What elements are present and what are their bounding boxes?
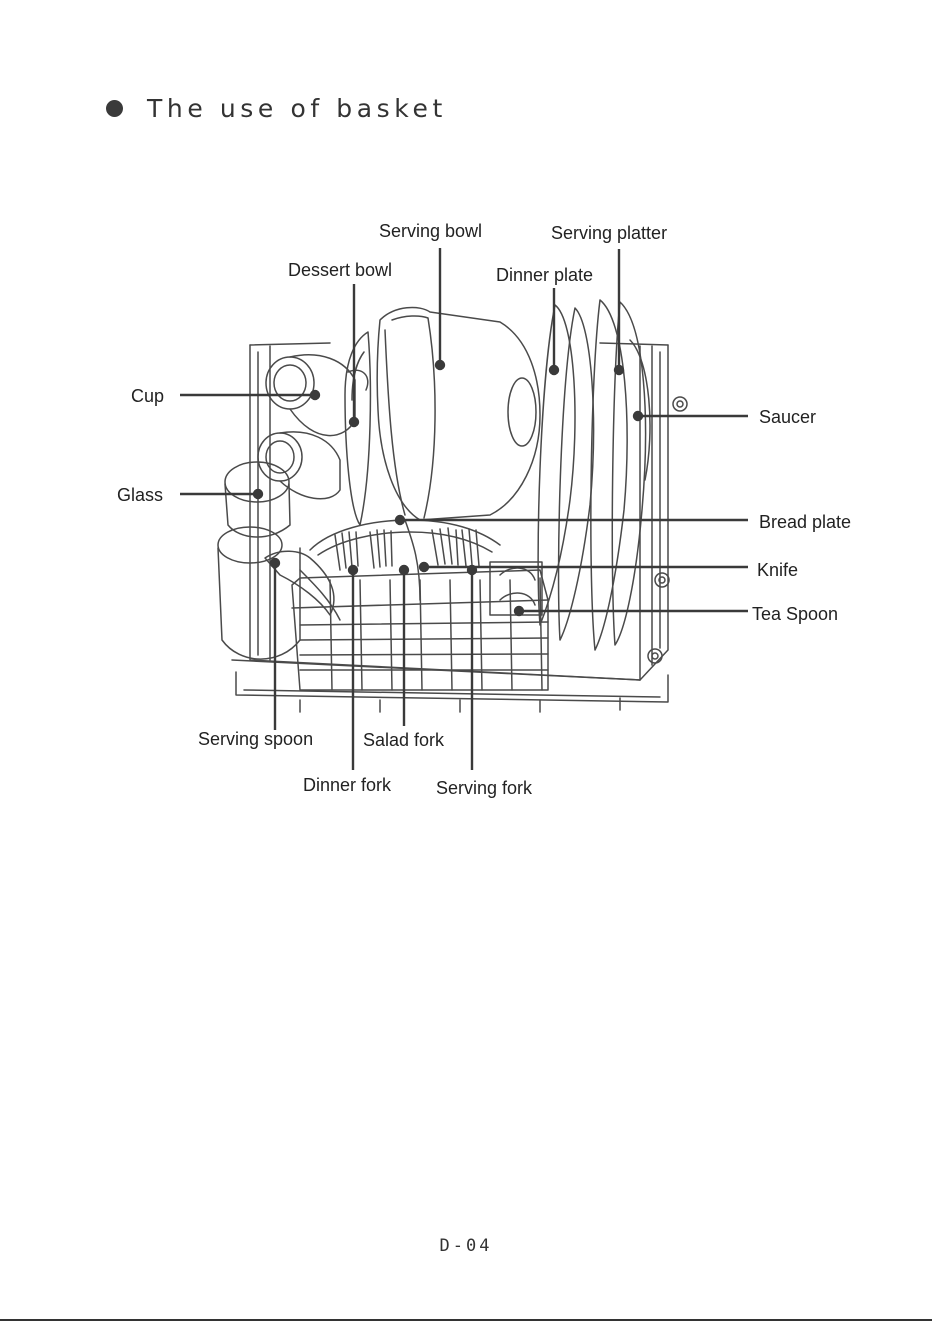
label-serving-fork: Serving fork bbox=[436, 779, 532, 797]
dinner-fork-pointer bbox=[349, 566, 357, 574]
dinner-plate-pointer bbox=[550, 366, 558, 374]
label-serving-spoon: Serving spoon bbox=[198, 730, 313, 748]
tea-spoon-pointer bbox=[515, 607, 523, 615]
serving-bowl bbox=[377, 307, 540, 520]
saucer-pointer bbox=[634, 412, 642, 420]
serving-bowl-pointer bbox=[436, 361, 444, 369]
page-number: D-04 bbox=[0, 1236, 932, 1256]
label-dinner-fork: Dinner fork bbox=[303, 776, 391, 794]
label-dinner-plate: Dinner plate bbox=[496, 266, 593, 284]
label-glass: Glass bbox=[117, 486, 163, 504]
dessert-bowl-pointer bbox=[350, 418, 358, 426]
salad-fork-pointer bbox=[400, 566, 408, 574]
bottom-divider bbox=[0, 1319, 932, 1321]
label-bread-plate: Bread plate bbox=[759, 513, 851, 531]
cups bbox=[258, 355, 368, 499]
label-tea-spoon: Tea Spoon bbox=[752, 605, 838, 623]
label-dessert-bowl: Dessert bowl bbox=[288, 261, 392, 279]
label-saucer: Saucer bbox=[759, 408, 816, 426]
label-knife: Knife bbox=[757, 561, 798, 579]
label-salad-fork: Salad fork bbox=[363, 731, 444, 749]
serving-fork-pointer bbox=[468, 566, 476, 574]
knife-pointer bbox=[420, 563, 428, 571]
label-serving-platter: Serving platter bbox=[551, 224, 667, 242]
bread-plate-pointer bbox=[396, 516, 404, 524]
serving-spoon-pointer bbox=[271, 559, 279, 567]
cup-pointer bbox=[311, 391, 319, 399]
rack-frame bbox=[232, 343, 687, 712]
label-serving-bowl: Serving bowl bbox=[379, 222, 482, 240]
leader-lines bbox=[180, 248, 748, 770]
label-cup: Cup bbox=[131, 387, 164, 405]
serving-platter-pointer bbox=[615, 366, 623, 374]
bread-plate bbox=[310, 520, 500, 555]
glass-pointer bbox=[254, 490, 262, 498]
